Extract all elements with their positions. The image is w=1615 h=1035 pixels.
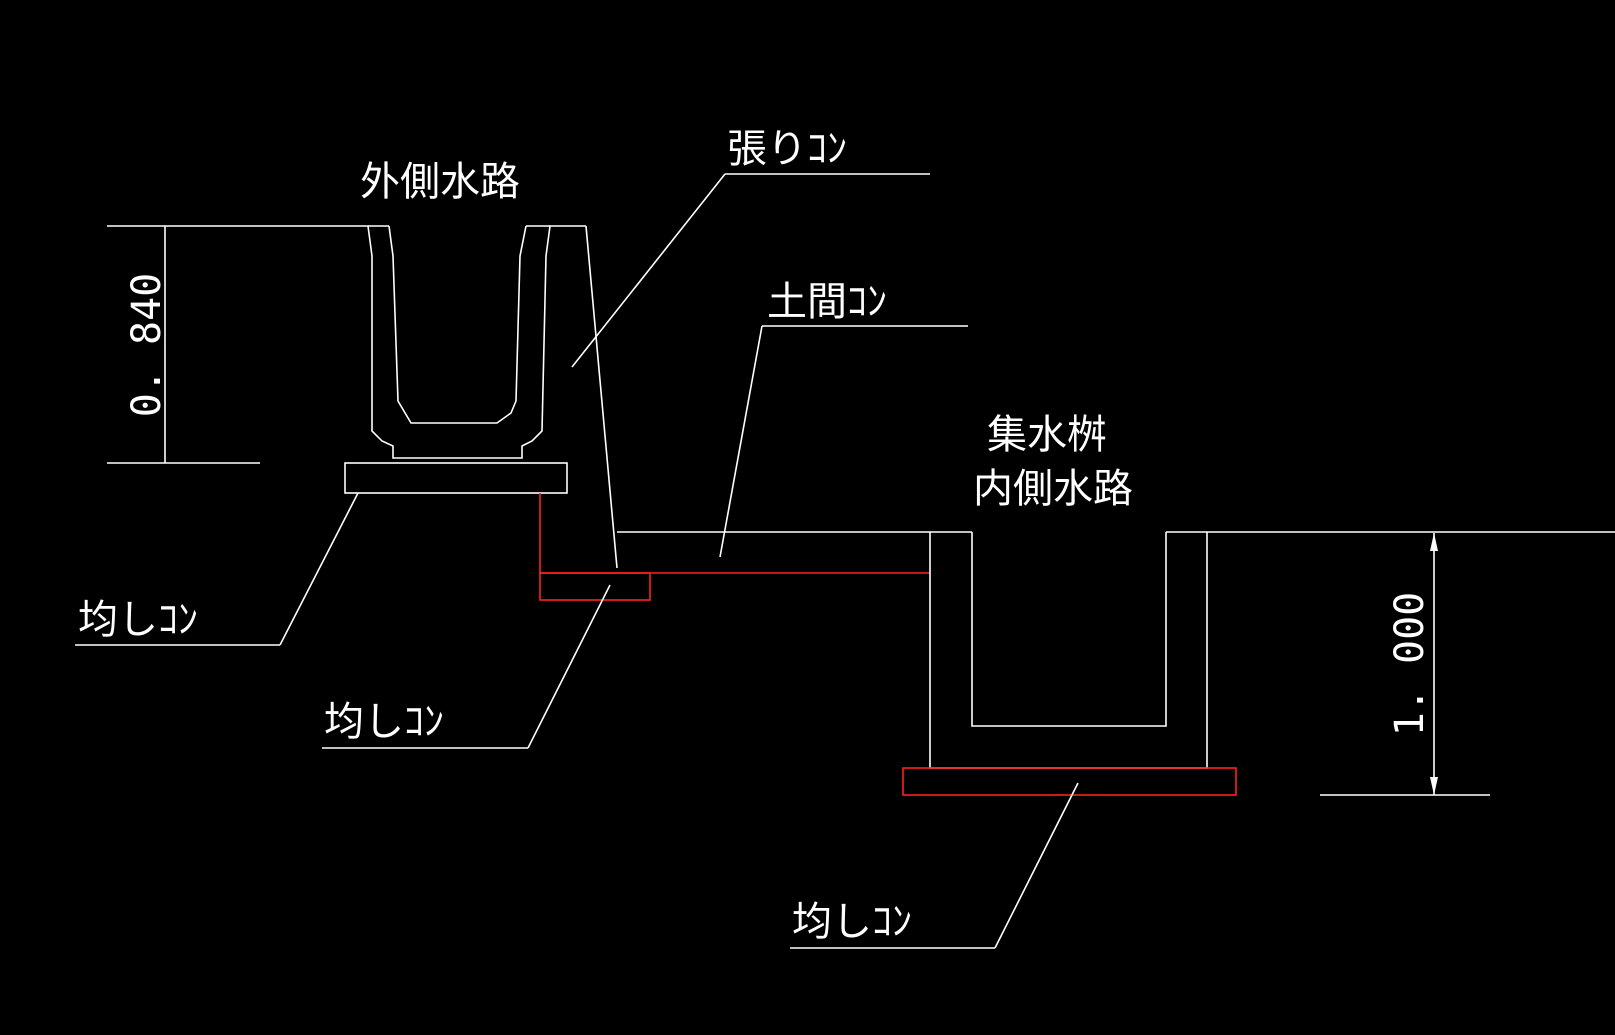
- earth-floor-concrete-label: 土間ｺﾝ: [767, 279, 887, 325]
- leader-lines: [75, 173, 1079, 949]
- catch-basin: [929, 532, 1208, 769]
- outer-channel-u-gutter: [107, 225, 618, 569]
- outer-channel-label: 外側水路: [360, 159, 520, 205]
- left-dimension-value: 0. 840: [124, 273, 170, 418]
- catch-basin-label: 集水桝: [987, 412, 1107, 458]
- right-dimension: [1320, 533, 1490, 796]
- stretch-concrete-label: 張りｺﾝ: [727, 126, 847, 172]
- outer-channel-leveling-slab: [344, 462, 568, 494]
- earth-floor-leveling-concrete: [539, 493, 930, 601]
- leveling-concrete-label-left: 均しｺﾝ: [78, 597, 198, 643]
- leveling-concrete-label-right: 均しｺﾝ: [792, 899, 912, 945]
- right-dimension-value: 1. 000: [1387, 592, 1433, 737]
- catch-basin-leveling-slab: [902, 767, 1237, 796]
- left-dimension: [107, 226, 260, 464]
- leveling-concrete-label-middle: 均しｺﾝ: [324, 699, 444, 745]
- inner-channel-label: 内側水路: [973, 466, 1133, 512]
